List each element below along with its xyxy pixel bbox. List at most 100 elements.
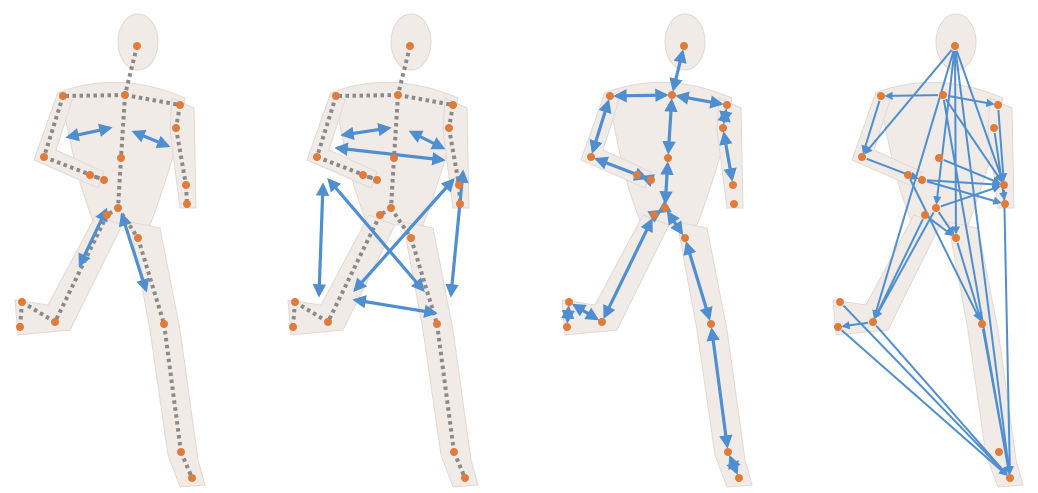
joint-lfoot (1006, 474, 1014, 482)
joint-rhand (904, 171, 912, 179)
joint-rfoot (16, 323, 24, 331)
joint-spine (117, 154, 125, 162)
joint-rkne (324, 318, 332, 326)
joint-lhip (681, 234, 689, 242)
joint-rkne (869, 318, 877, 326)
joint-pelvis (661, 204, 669, 212)
body-right-leg (15, 215, 122, 335)
joint-rwri (100, 176, 108, 184)
joint-head (406, 42, 414, 50)
relation-arrow (875, 212, 933, 317)
joint-relb (858, 153, 866, 161)
joint-neck (121, 91, 129, 99)
relation-arrow (955, 51, 956, 233)
joint-rwri (373, 176, 381, 184)
joint-rkne (51, 318, 59, 326)
joint-lhip (407, 234, 415, 242)
joint-rhip (921, 211, 929, 219)
joint-lhip (134, 234, 142, 242)
body-head (391, 14, 431, 70)
joint-rhand (633, 171, 641, 179)
relation-arrow (724, 111, 726, 122)
joint-lelb (990, 124, 998, 132)
body-left-arm (717, 98, 743, 208)
joint-neck (394, 91, 402, 99)
joint-pelvis (114, 204, 122, 212)
joint-lhand (730, 200, 738, 208)
joint-rhand (359, 171, 367, 179)
joint-rhand (86, 171, 94, 179)
joint-lhip (952, 234, 960, 242)
joint-spine (390, 154, 398, 162)
joint-lank (724, 448, 732, 456)
body-right-leg (288, 215, 395, 335)
relation-arrow (665, 164, 667, 202)
joint-lkne (160, 320, 168, 328)
body-left-leg (948, 222, 1023, 487)
joint-lkne (707, 320, 715, 328)
joint-lelb (445, 124, 453, 132)
joint-pelvis (387, 204, 395, 212)
body-head (665, 14, 705, 70)
joint-lfoot (188, 474, 196, 482)
panel-3 (562, 14, 752, 487)
joint-lkne (433, 320, 441, 328)
joint-lwri (1000, 181, 1008, 189)
joint-relb (313, 153, 321, 161)
joint-lank (995, 448, 1003, 456)
joint-head (680, 42, 688, 50)
joint-relb (587, 153, 595, 161)
body-left-arm (443, 98, 469, 208)
joint-rhip (376, 211, 384, 219)
body-right-leg (562, 215, 669, 335)
relation-arrow (616, 95, 666, 96)
joint-rsho (877, 92, 885, 100)
joint-neck (939, 91, 947, 99)
joint-lfoot (735, 474, 743, 482)
joint-rank (18, 298, 26, 306)
joint-lwri (729, 181, 737, 189)
joint-lsho (723, 101, 731, 109)
relation-arrow (659, 211, 660, 212)
joint-rank (836, 298, 844, 306)
joint-lank (450, 448, 458, 456)
joint-rank (565, 298, 573, 306)
joint-lhand (456, 200, 464, 208)
joint-spine (935, 154, 943, 162)
joint-lwri (455, 181, 463, 189)
joint-head (133, 42, 141, 50)
joint-rkne (598, 318, 606, 326)
joint-lsho (176, 101, 184, 109)
joint-rhip (103, 211, 111, 219)
body-left-arm (170, 98, 196, 208)
joint-lsho (994, 101, 1002, 109)
joint-rsho (59, 92, 67, 100)
joint-lsho (449, 101, 457, 109)
joint-rhip (650, 211, 658, 219)
joint-spine (664, 154, 672, 162)
panel-4 (833, 14, 1023, 487)
joint-neck (668, 91, 676, 99)
joint-lank (177, 448, 185, 456)
joint-head (951, 42, 959, 50)
joint-rsho (606, 92, 614, 100)
relation-arrow (886, 95, 938, 96)
relation-arrow (567, 308, 568, 321)
joint-rfoot (563, 323, 571, 331)
joint-lelb (172, 124, 180, 132)
joint-rank (291, 298, 299, 306)
joint-lhand (183, 200, 191, 208)
body-torso (878, 82, 1003, 225)
joint-lhand (1001, 200, 1009, 208)
joint-lkne (978, 320, 986, 328)
joint-lelb (719, 124, 727, 132)
body-head (118, 14, 158, 70)
joint-rfoot (834, 323, 842, 331)
joint-rfoot (289, 323, 297, 331)
relation-arrow (319, 185, 323, 295)
relation-arrow (643, 177, 646, 178)
panel-1 (15, 14, 205, 487)
joint-lfoot (461, 474, 469, 482)
joint-rwri (647, 176, 655, 184)
